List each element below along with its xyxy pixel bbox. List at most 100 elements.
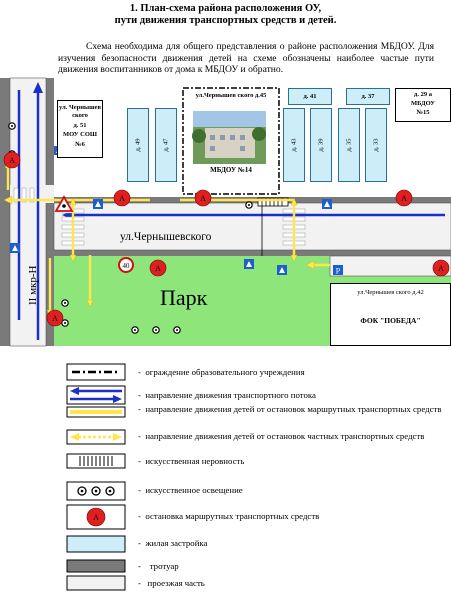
legend-label: направление движения детей от остановок … [145,431,425,441]
bus-stop-1: А [3,151,21,169]
kindergarten-address: ул.Чернышев ского д.45 [190,92,272,100]
legend-symbols: А [66,363,126,591]
svg-text:40: 40 [123,262,131,270]
legend-item-lighting: - искусственное освещение [138,485,443,496]
school-label-1: ул. Чернышев ского [59,104,101,119]
legend-sidewalk-box [66,559,126,573]
house-35: д. 35 [338,108,360,182]
warning-sign-children [54,195,74,212]
legend-dash: - [138,456,141,466]
legend-roadway-box [66,575,126,591]
kindergarten-photo-tree-2 [252,127,266,141]
house-41: д. 41 [288,88,332,105]
sidewalk-left-outer [0,78,10,346]
kindergarten-fence [182,87,280,195]
legend-dash: - [138,367,141,377]
legend-item-fence: - ограждение образовательного учреждения [138,367,443,378]
house-41-label: д. 41 [303,93,317,100]
house-43-label: д. 43 [290,138,298,152]
crossing-sign-4 [244,259,254,269]
kindergarten-photo-tree-1 [192,129,206,143]
legend-dash: - [138,578,141,588]
school-label-4: №6 [75,141,85,148]
parking-sign: P [333,265,343,276]
house-49-label: д. 49 [134,138,142,152]
legend-children-arrowhead-left [70,433,79,441]
crossing-sign-3 [322,199,332,209]
svg-text:P: P [336,267,341,276]
title-line-1: 1. План-схема района расположения ОУ, [129,3,322,14]
legend-item-children-private: - направление движения детей от останово… [138,431,443,442]
legend-children-arrowhead-right [113,433,122,441]
house-37: д. 37 [346,88,390,105]
legend-label: направление движения транспортного поток… [145,390,316,400]
house-33-label: д. 33 [372,138,380,152]
legend-bus-stop-icon [86,507,106,527]
mbdou15-label-2: МБДОУ [410,100,436,107]
fok-building: ул.Чернышев ского д.42 ФОК "ПОБЕДА" [330,283,451,346]
legend-label: направление движения детей от остановок … [145,404,442,414]
mbdou15-label-3: №15 [416,109,430,116]
kindergarten-name: МБДОУ №14 [210,166,252,174]
kindergarten-photo-windows [210,135,245,151]
road-horizontal [53,202,451,251]
kindergarten-street: ул.Чернышев ского [195,92,254,99]
legend-dash: - [138,404,141,414]
legend-label: остановка маршрутных транспортных средст… [145,511,320,521]
legend-label: искусственная неровность [145,456,245,466]
traffic-arrowhead-up [33,82,43,93]
legend-lighting-dots [80,489,112,493]
speed-limit-sign: 40 [118,257,134,273]
page-title: 1. План-схема района расположения ОУ, пу… [0,3,451,27]
mbdou15-building: д. 29 а МБДОУ №15 [395,88,451,122]
legend-traffic-arrowhead-right [113,395,122,403]
bus-stop-5: А [149,259,167,277]
svg-text:А: А [200,194,206,203]
house-33: д. 33 [365,108,387,182]
road-vertical [9,77,47,347]
mbdou15-label-1: д. 29 а [414,91,432,98]
svg-text:А: А [401,194,407,203]
legend-dash: - [138,485,141,495]
legend-speed-bump-icon [79,456,113,466]
legend-item-bus-stop: - остановка маршрутных транспортных сред… [138,511,443,522]
svg-text:А: А [9,156,15,165]
legend-item-traffic: - направление движения транспортного пот… [138,390,443,401]
house-47: д. 47 [155,108,177,182]
legend-item-residential: - жилая застройка [138,538,443,549]
school-label-2: д. 51 [73,122,87,129]
bus-stop-4: А [395,189,413,207]
legend-bus-stop-letter: А [93,513,99,522]
legend-dash: - [138,538,141,548]
zebra-crossing-vertical [13,187,35,203]
parking-strip [329,255,451,277]
legend-traffic-arrowhead-left [70,387,79,395]
fok-address: ул.Чернышев ского д.42 [357,289,424,296]
legend-label: проезжая часть [147,578,205,588]
legend-item-roadway: - проезжая часть [138,578,443,589]
school-building: ул. Чернышев ского д. 51 МОУ СОШ №6 [57,100,103,158]
house-35-label: д. 35 [345,138,353,152]
microdistrict-label: II мкр-Н [27,265,39,305]
house-37-label: д. 37 [361,93,375,100]
legend-label: тротуар [149,561,179,571]
sidewalk-left-inner [46,78,54,346]
legend-item-speed-bump: - искусственная неровность [138,456,443,467]
crossing-sign-5 [277,265,287,275]
kindergarten-house: д.45 [255,92,267,99]
svg-text:А: А [52,314,58,323]
fok-name: ФОК "ПОБЕДА" [360,316,421,325]
legend-item-sidewalk: - тротуар [138,561,443,572]
legend-label: ограждение образовательного учреждения [145,367,305,377]
legend-label: искусственное освещение [145,485,243,495]
legend-dash: - [138,561,141,571]
intro-paragraph: Схема необходима для общего представлени… [58,41,434,76]
school-label-3: МОУ СОШ [62,131,98,138]
district-map: А А А А А А А 40 P ул.Чернышевского II м… [0,77,451,347]
street-name-label: ул.Чернышевского [120,231,212,243]
house-43: д. 43 [283,108,305,182]
house-39: д. 39 [310,108,332,182]
legend-item-children-public: - направление движения детей от останово… [138,404,443,415]
kindergarten-photo-sky [193,111,266,127]
crossing-sign-2 [93,199,103,209]
